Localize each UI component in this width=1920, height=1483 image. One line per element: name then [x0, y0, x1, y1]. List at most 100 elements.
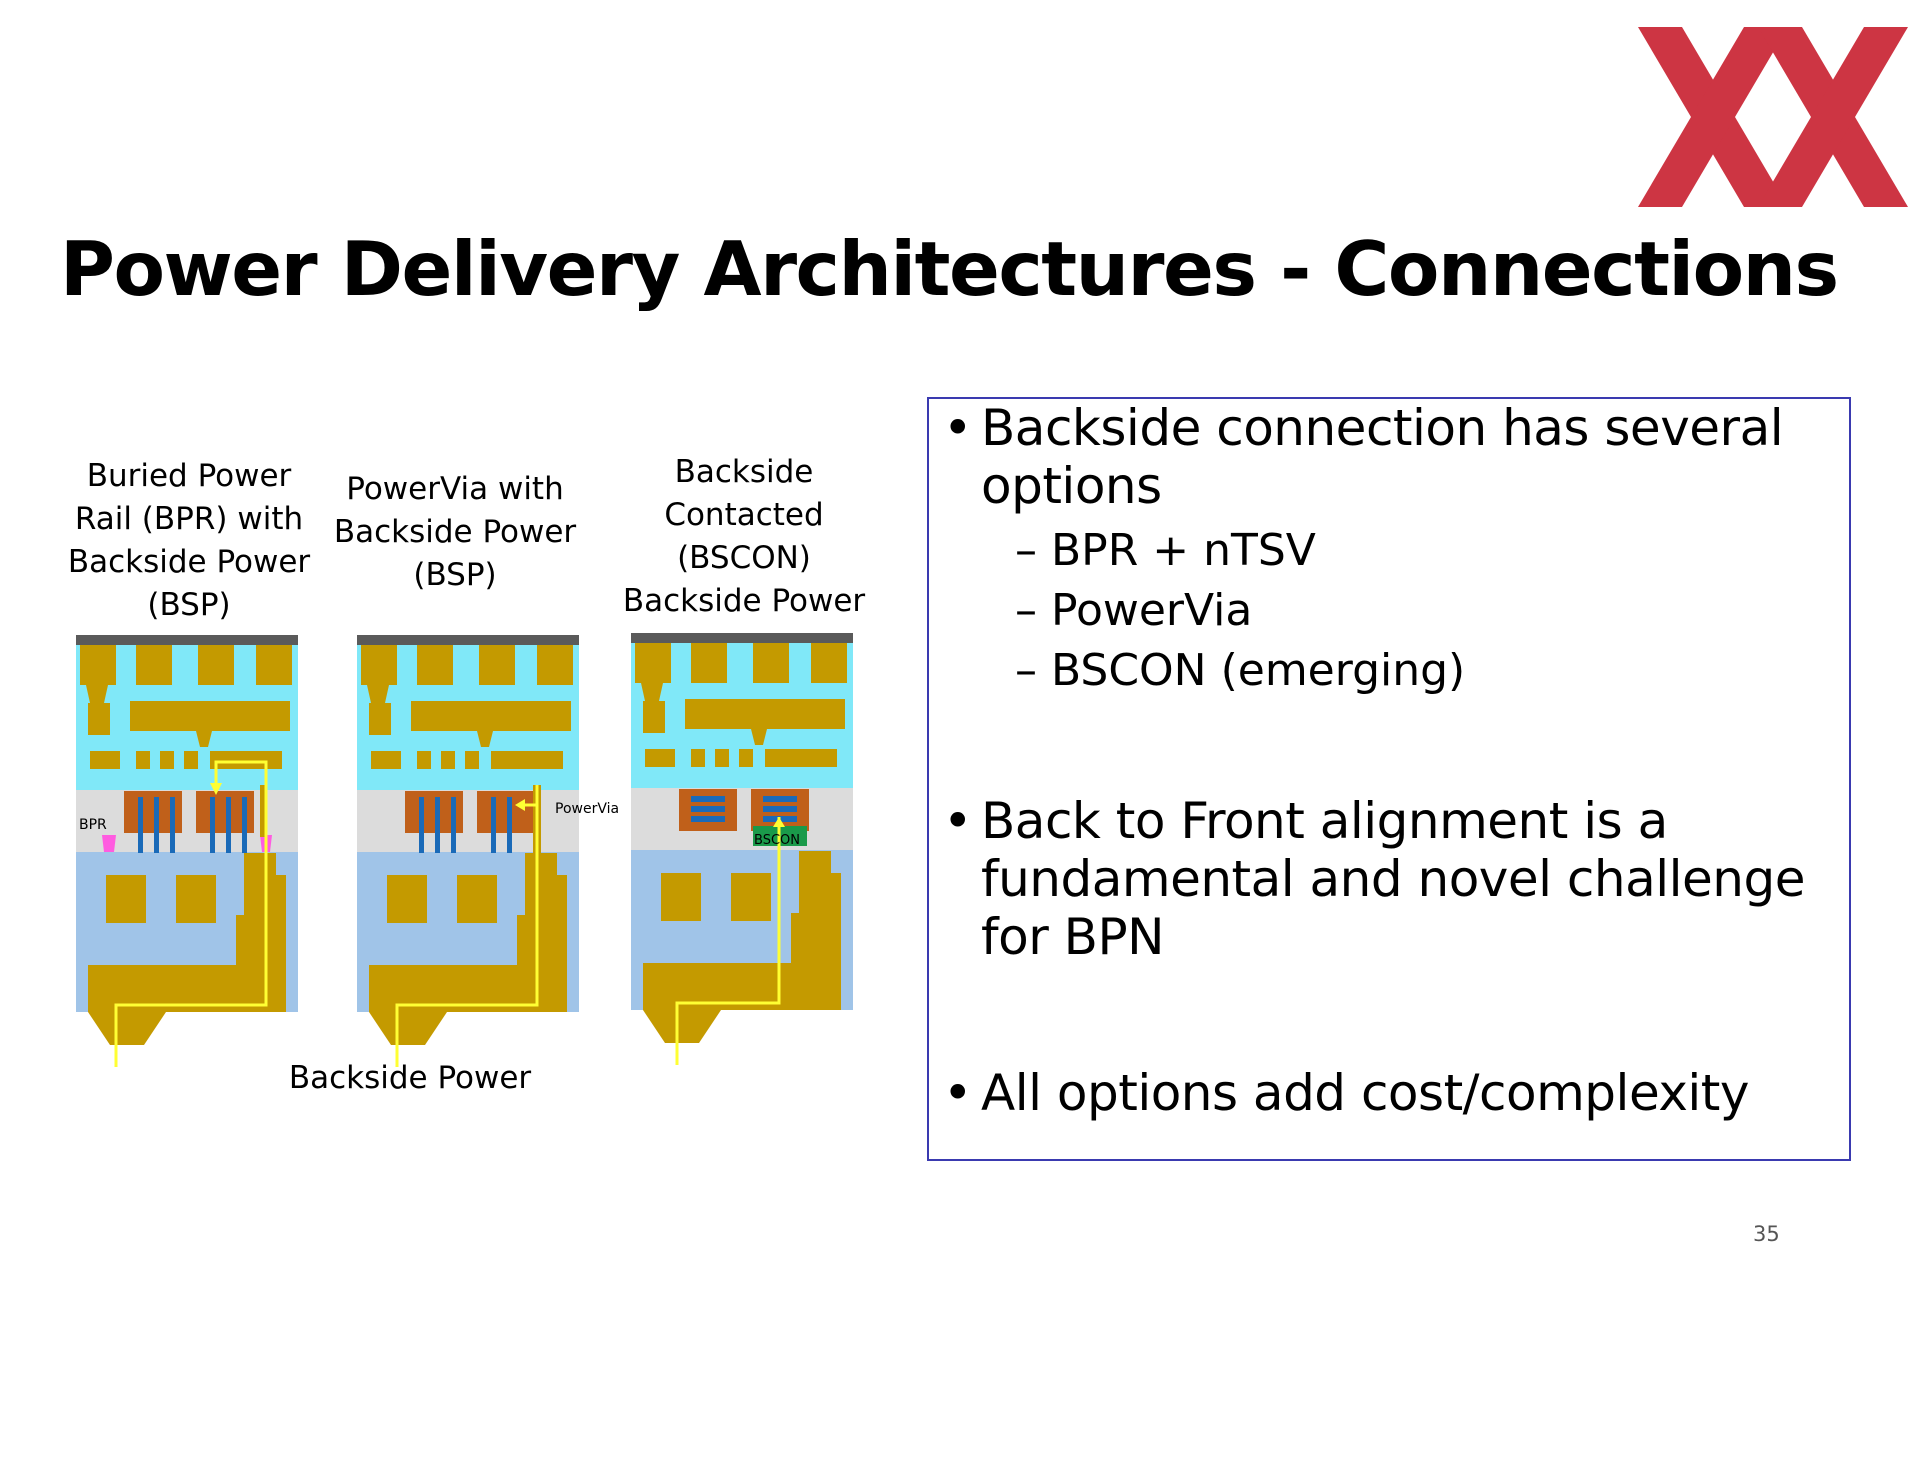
power-path [395, 785, 539, 1067]
power-path [675, 817, 781, 1065]
bullet-dot: • [943, 1064, 973, 1122]
bullet-cost: • All options add cost/complexity [943, 1064, 1750, 1122]
backside-metal [387, 875, 427, 923]
metal-block [635, 643, 671, 683]
top-cap [631, 633, 853, 643]
metal-small [765, 749, 837, 767]
nanosheet [691, 806, 725, 812]
cross-section-diagrams: BPR PowerVia BSCON [76, 633, 853, 1067]
fin [210, 797, 215, 853]
metal-small [160, 751, 174, 769]
diagram-title-powervia: PowerVia with Backside Power (BSP) [333, 471, 577, 593]
sub-bullet-bscon: – BSCON (emerging) [1015, 645, 1466, 696]
metal-small [136, 751, 150, 769]
metal-block [753, 643, 789, 683]
metal-via [86, 685, 108, 703]
bpr-cross-section [76, 635, 298, 1067]
logo-stroke-2 [1638, 27, 1788, 207]
sub-bullet-bpr-ntsv: – BPR + nTSV [1015, 525, 1316, 576]
backside-metal [176, 875, 216, 923]
diagram-title-bpr: Buried Power Rail (BPR) with Backside Po… [67, 458, 311, 623]
slide-title: Power Delivery Architectures - Connectio… [60, 225, 1839, 313]
bullet-dot: • [943, 792, 973, 850]
nanosheet [691, 816, 725, 822]
top-cap [357, 635, 579, 645]
metal-block [136, 645, 172, 685]
metal-block [80, 645, 116, 685]
metal-small [715, 749, 729, 767]
metal-bar [411, 701, 571, 731]
bullet-text: All options add cost/complexity [981, 1064, 1750, 1122]
metal-via [641, 683, 663, 701]
metal-block [811, 643, 847, 683]
metal-small [371, 751, 401, 769]
metal-small [184, 751, 198, 769]
fin [507, 797, 512, 853]
power-arrow [515, 799, 525, 811]
device-layer [357, 790, 579, 852]
metal-small [465, 751, 479, 769]
backside-pad [88, 1012, 166, 1045]
bscon-cross-section [631, 633, 853, 1065]
metal-via [477, 731, 493, 747]
fin [491, 797, 496, 853]
fin [242, 797, 247, 853]
power-arrow [773, 817, 785, 827]
info-box: • Backside connection has several option… [927, 397, 1851, 1161]
fin [451, 797, 456, 853]
metal-block [417, 645, 453, 685]
metal-block [88, 703, 110, 735]
bullet-dot: • [943, 399, 973, 457]
metal-small [441, 751, 455, 769]
top-cap [76, 635, 298, 645]
power-path [114, 760, 268, 1067]
metal-bar [685, 699, 845, 729]
bpr-rail [102, 835, 116, 852]
metal-small [739, 749, 753, 767]
bullet-text: Backside connection has several options [981, 399, 1784, 515]
metal-via [367, 685, 389, 703]
metal-block [369, 703, 391, 735]
metal-small [210, 751, 282, 769]
backside-power-wire [369, 853, 567, 1012]
nanosheet [763, 796, 797, 802]
bullet-alignment: • Back to Front alignment is a fundament… [943, 792, 1805, 966]
backside-pad [369, 1012, 447, 1045]
metal-block [256, 645, 292, 685]
backside-metal [457, 875, 497, 923]
metal-small [691, 749, 705, 767]
backside-power-wire [88, 853, 286, 1012]
fin [170, 797, 175, 853]
fin [154, 797, 159, 853]
bpr-label: BPR [79, 817, 107, 833]
metal-block [691, 643, 727, 683]
powervia-cross-section [357, 635, 579, 1067]
nanosheet [763, 806, 797, 812]
backside-metal [643, 963, 665, 1010]
device-layer [631, 788, 853, 850]
metal-block [537, 645, 573, 685]
logo-stroke-4 [1758, 27, 1908, 207]
fin [138, 797, 143, 853]
metal-block [643, 701, 665, 733]
metal-bar [130, 701, 290, 731]
ntsv [260, 785, 266, 837]
backside-metal [106, 875, 146, 923]
metal-small [90, 751, 120, 769]
backside-pad [643, 1010, 721, 1043]
page-number: 35 [1753, 1222, 1780, 1246]
gate [477, 791, 535, 833]
metal-block [198, 645, 234, 685]
backside-metal [369, 965, 391, 1012]
backside-power-caption: Backside Power [288, 1060, 532, 1096]
powervia-label: PowerVia [555, 801, 619, 817]
fin [226, 797, 231, 853]
metal-via [751, 729, 767, 745]
bullet-backside-connection: • Backside connection has several option… [943, 399, 1784, 515]
xx-logo [1638, 27, 1908, 207]
fin [435, 797, 440, 853]
bullet-text: Back to Front alignment is a fundamental… [981, 792, 1805, 966]
metal-block [479, 645, 515, 685]
metal-small [417, 751, 431, 769]
backside-metal [88, 965, 110, 1012]
